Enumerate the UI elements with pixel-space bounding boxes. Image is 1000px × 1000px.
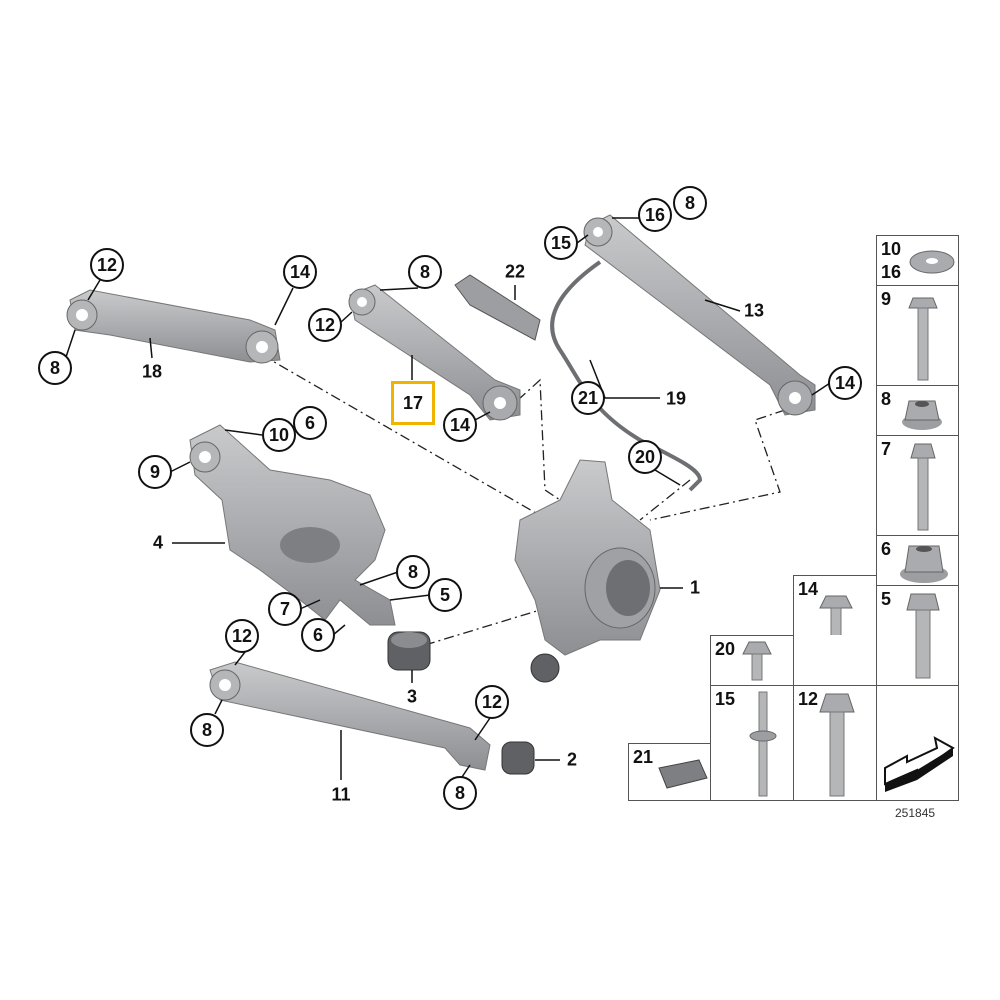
control-arm-17	[348, 284, 521, 421]
callout-8[interactable]: 8	[190, 713, 224, 747]
stud-icon	[749, 691, 777, 797]
fastener-cell-5[interactable]: 5	[876, 585, 959, 686]
wheel-carrier-4	[189, 424, 396, 626]
bolt-icon	[908, 297, 938, 381]
callout-19[interactable]: 19	[665, 388, 687, 409]
bolt-icon	[819, 693, 855, 797]
callout-13[interactable]: 13	[743, 300, 765, 321]
control-arm-13	[583, 214, 816, 416]
bracket-22	[454, 274, 541, 341]
callout-6[interactable]: 6	[301, 618, 335, 652]
fastener-label: 12	[798, 689, 819, 709]
fastener-label: 10	[881, 239, 902, 259]
callout-6[interactable]: 6	[293, 406, 327, 440]
callout-10[interactable]: 10	[262, 418, 296, 452]
callout-8[interactable]: 8	[38, 351, 72, 385]
callout-8[interactable]: 8	[673, 186, 707, 220]
fastener-label: 21	[633, 747, 654, 767]
bushing-3	[387, 631, 431, 671]
callout-17-highlighted[interactable]: 17	[391, 381, 435, 425]
callout-21[interactable]: 21	[571, 381, 605, 415]
fastener-cell-14[interactable]: 14	[793, 575, 877, 637]
callout-8[interactable]: 8	[408, 255, 442, 289]
washer-icon	[909, 250, 955, 274]
fastener-cell-9[interactable]: 9	[876, 285, 959, 386]
fastener-cell-12[interactable]: 12	[793, 685, 877, 801]
fastener-cell-20[interactable]: 20	[710, 635, 794, 686]
bolt-icon	[742, 641, 772, 681]
callout-22[interactable]: 22	[504, 261, 526, 282]
callout-14[interactable]: 14	[283, 255, 317, 289]
callout-7[interactable]: 7	[268, 592, 302, 626]
diagram-reference-number: 251845	[895, 806, 936, 820]
fastener-label: 6	[881, 539, 892, 559]
arrow-direction-cell	[876, 685, 959, 801]
control-arm-11	[209, 661, 491, 771]
nut-icon	[900, 545, 948, 583]
fastener-cell-6[interactable]: 6	[876, 535, 959, 586]
callout-12[interactable]: 12	[308, 308, 342, 342]
callout-16[interactable]: 16	[638, 198, 672, 232]
bolt-icon	[906, 593, 940, 679]
fastener-label: 8	[881, 389, 892, 409]
callout-4[interactable]: 4	[152, 532, 164, 553]
wheel-hub-knuckle-1	[514, 459, 661, 683]
fastener-label: 14	[798, 579, 819, 599]
callout-1[interactable]: 1	[689, 577, 701, 598]
fastener-label: 20	[715, 639, 736, 659]
fastener-label: 7	[881, 439, 892, 459]
fastener-cell-10-16[interactable]: 10 16	[876, 235, 959, 286]
callout-12[interactable]: 12	[225, 619, 259, 653]
callout-18[interactable]: 18	[141, 361, 163, 382]
fastener-cell-21[interactable]: 21	[628, 743, 711, 801]
bolt-icon	[910, 443, 936, 531]
bushing-2	[501, 741, 535, 775]
callout-9[interactable]: 9	[138, 455, 172, 489]
control-arm-18	[66, 289, 281, 364]
callout-5[interactable]: 5	[428, 578, 462, 612]
callout-8[interactable]: 8	[396, 555, 430, 589]
callout-2[interactable]: 2	[566, 749, 578, 770]
direction-arrow-icon	[884, 736, 955, 792]
callout-3[interactable]: 3	[406, 686, 418, 707]
callout-12[interactable]: 12	[90, 248, 124, 282]
callout-8[interactable]: 8	[443, 776, 477, 810]
callout-14[interactable]: 14	[443, 408, 477, 442]
fastener-label: 16	[881, 262, 902, 282]
fastener-cell-7[interactable]: 7	[876, 435, 959, 536]
nut-icon	[902, 400, 942, 430]
callout-12[interactable]: 12	[475, 685, 509, 719]
bolt-icon	[819, 595, 853, 637]
fastener-label: 9	[881, 289, 892, 309]
fastener-cell-8[interactable]: 8	[876, 385, 959, 436]
fastener-label: 15	[715, 689, 736, 709]
fastener-label: 5	[881, 589, 892, 609]
callout-20[interactable]: 20	[628, 440, 662, 474]
callout-15[interactable]: 15	[544, 226, 578, 260]
callout-14[interactable]: 14	[828, 366, 862, 400]
callout-11[interactable]: 11	[331, 784, 351, 805]
clip-icon	[658, 759, 708, 789]
fastener-cell-15[interactable]: 15	[710, 685, 794, 801]
